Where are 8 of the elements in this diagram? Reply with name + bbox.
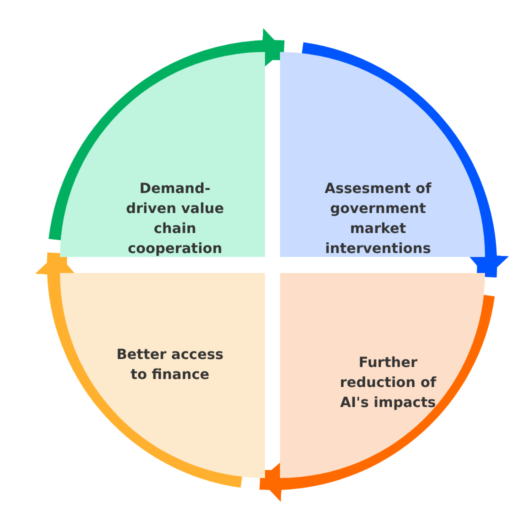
quadrant-label: Demand-driven value chain cooperation [124,180,226,259]
curved-arrow [36,252,244,488]
curved-arrow [260,293,495,501]
quadrant-label: Further reduction of AI's impacts [338,354,438,413]
quadrant-label: Assesment of government market interventions [324,180,432,259]
curved-arrow [48,29,284,242]
curved-arrow [300,42,508,278]
quadrant-label: Better access to finance [115,346,225,385]
